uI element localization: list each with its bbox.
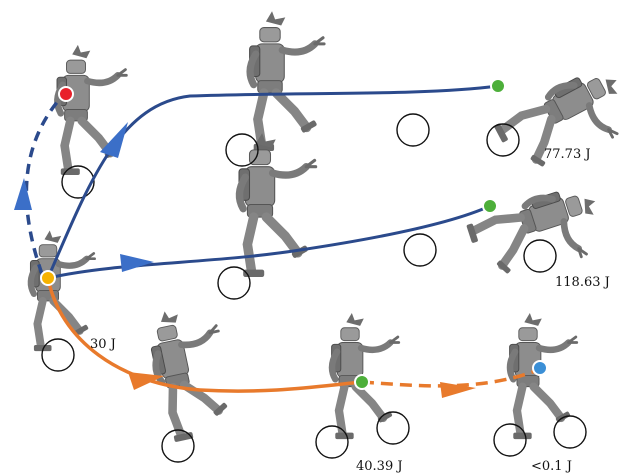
arrowhead-icon — [440, 382, 476, 398]
contact-circle-icon — [553, 415, 587, 449]
arrowhead-icon — [120, 254, 154, 272]
contact-circle-icon — [217, 266, 251, 300]
middle-blue-path — [47, 204, 491, 280]
yellow-node — [40, 270, 56, 286]
robot-upper-mid — [250, 11, 324, 151]
middle-path-energy-label: 118.63 J — [555, 275, 610, 290]
contact-circle-icon — [493, 423, 527, 457]
contact-circle-icon — [523, 239, 557, 273]
contact-circle-icon — [315, 425, 349, 459]
contact-circle-icon — [41, 338, 75, 372]
upper-blue-path — [46, 84, 499, 279]
final-energy-label: <0.1 J — [531, 459, 572, 474]
arrowhead-icon — [128, 372, 164, 390]
dashed-orange-path — [361, 368, 539, 388]
contact-circle-icon — [403, 233, 437, 267]
contact-circle-icon — [225, 133, 259, 167]
robot-lower-1 — [144, 301, 239, 443]
robot-upper-right — [492, 62, 624, 184]
blue-node — [532, 360, 548, 376]
contact-circles — [41, 113, 587, 463]
green-node — [354, 374, 370, 390]
upper-path-energy-label: 77.73 J — [544, 147, 591, 162]
robot-start — [30, 231, 94, 352]
dashed-blue-path — [24, 92, 66, 275]
red-node — [58, 86, 74, 102]
state-nodes — [40, 78, 548, 390]
green-node — [482, 198, 498, 214]
contact-circle-icon — [376, 411, 410, 445]
lower-path-energy-label: 40.39 J — [356, 459, 403, 474]
arrowhead-icon — [100, 122, 128, 158]
initial-energy-label: 30 J — [90, 337, 116, 352]
green-node — [490, 78, 506, 94]
orange-path — [46, 277, 363, 393]
arrowhead-icon — [14, 178, 32, 210]
contact-circle-icon — [396, 113, 430, 147]
contact-circle-icon — [486, 123, 520, 157]
contact-circle-icon — [161, 429, 195, 463]
contact-circle-icon — [61, 165, 95, 199]
